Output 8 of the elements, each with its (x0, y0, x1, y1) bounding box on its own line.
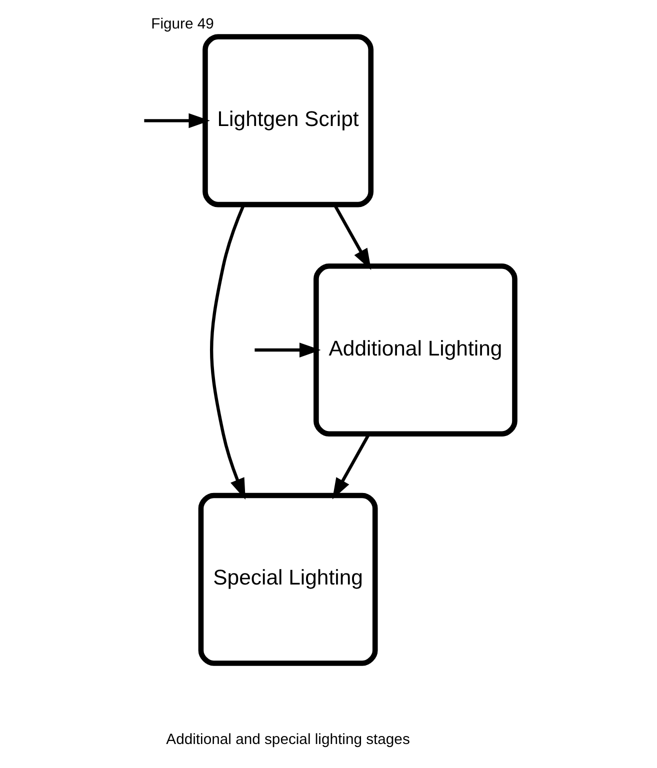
node-box: Lightgen Script (202, 34, 374, 208)
node-box: Additional Lighting (313, 263, 517, 437)
node-box: Special Lighting (198, 492, 378, 666)
diagram-title: Figure 49 (150, 16, 214, 32)
caption: Additional and special lighting stages (166, 732, 410, 748)
arrow (144, 113, 210, 128)
arrow (254, 342, 320, 358)
arrow (209, 204, 245, 500)
